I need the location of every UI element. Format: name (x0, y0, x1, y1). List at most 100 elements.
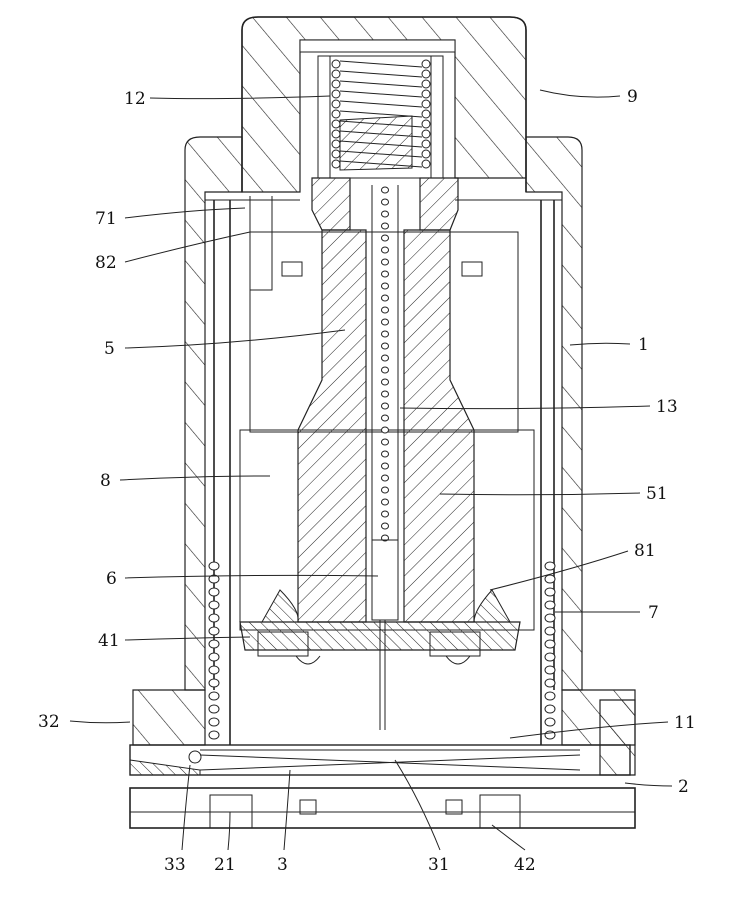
coil-turn (545, 588, 555, 596)
spring-12 (318, 56, 443, 178)
label-41: 41 (98, 631, 120, 651)
label-32: 32 (38, 712, 60, 732)
coil-turn (382, 223, 389, 229)
coil-turn (382, 235, 389, 241)
label-11: 11 (674, 713, 696, 733)
label-9: 9 (627, 87, 638, 107)
coil-turn (422, 160, 430, 168)
coil-turn (422, 70, 430, 78)
coil-turn (382, 499, 389, 505)
label-13: 13 (656, 397, 678, 417)
coil-turn (382, 331, 389, 337)
label-51: 51 (646, 484, 668, 504)
coil-turn (382, 487, 389, 493)
coil-turn (382, 367, 389, 373)
label-6: 6 (106, 569, 117, 589)
coil-turn (382, 463, 389, 469)
coil-turn (332, 100, 340, 108)
coil-turn (332, 140, 340, 148)
coil-turn (545, 666, 555, 674)
label-1: 1 (638, 335, 649, 355)
reference-numerals: 12 9 71 82 5 1 13 8 51 81 6 7 41 32 11 2… (38, 87, 696, 875)
label-3: 3 (277, 855, 288, 875)
coil-turn (382, 259, 389, 265)
coil-turn (209, 718, 219, 726)
coil-turn (209, 640, 219, 648)
label-2: 2 (678, 777, 689, 797)
label-71: 71 (95, 209, 117, 229)
coil-turn (545, 653, 555, 661)
coil-turn (382, 319, 389, 325)
label-5: 5 (104, 339, 115, 359)
coil-turn (382, 403, 389, 409)
bottom-assembly (130, 700, 635, 828)
coil-turn (422, 80, 430, 88)
coil-turn (545, 627, 555, 635)
coil-turn (422, 120, 430, 128)
label-42: 42 (514, 855, 536, 875)
coil-turn (422, 110, 430, 118)
label-33: 33 (164, 855, 186, 875)
coil-turn (332, 150, 340, 158)
coil-turn (382, 187, 389, 193)
coil-turn (332, 70, 340, 78)
coil-turn (209, 562, 219, 570)
coil-turn (422, 140, 430, 148)
coil-turn (209, 614, 219, 622)
coil-turn (209, 679, 219, 687)
label-8: 8 (100, 471, 111, 491)
coil-turn (332, 130, 340, 138)
coil-turn (545, 679, 555, 687)
coil-turn (209, 588, 219, 596)
coil-wire (340, 81, 422, 87)
label-31: 31 (428, 855, 450, 875)
coil-turn (209, 666, 219, 674)
coil-turn (209, 731, 219, 739)
coil-turn (545, 640, 555, 648)
label-12: 12 (124, 89, 146, 109)
coil-turn (422, 90, 430, 98)
coil-turn (332, 120, 340, 128)
coil-turn (382, 307, 389, 313)
coil-turn (382, 475, 389, 481)
coil-turn (382, 415, 389, 421)
coil-turn (422, 130, 430, 138)
coil-turn (422, 100, 430, 108)
coil-turn (332, 90, 340, 98)
coil-turn (209, 601, 219, 609)
coil-turn (422, 60, 430, 68)
label-81: 81 (634, 541, 656, 561)
coil-turn (382, 283, 389, 289)
coil-turn (545, 718, 555, 726)
coil-turn (382, 295, 389, 301)
coil-turn (382, 451, 389, 457)
coil-turn (382, 379, 389, 385)
coil-turn (382, 523, 389, 529)
coil-turn (422, 150, 430, 158)
coil-turn (382, 211, 389, 217)
coil-wire (340, 61, 422, 67)
coil-wire (340, 71, 422, 77)
label-21: 21 (214, 855, 236, 875)
coil-turn (332, 80, 340, 88)
coil-turn (332, 60, 340, 68)
coil-turn (545, 601, 555, 609)
coil-turn (382, 199, 389, 205)
coil-wire (340, 101, 422, 107)
coil-turn (382, 391, 389, 397)
coil-turn (545, 575, 555, 583)
coil-turn (332, 110, 340, 118)
coil-turn (382, 271, 389, 277)
coil-turn (382, 355, 389, 361)
coil-turn (545, 692, 555, 700)
coil-wire (340, 91, 422, 97)
coil-turn (382, 247, 389, 253)
coil-turn (209, 653, 219, 661)
coil-turn (545, 614, 555, 622)
coil-turn (382, 427, 389, 433)
coil-turn (209, 705, 219, 713)
coil-turn (382, 511, 389, 517)
label-82: 82 (95, 253, 117, 273)
label-7: 7 (648, 603, 659, 623)
